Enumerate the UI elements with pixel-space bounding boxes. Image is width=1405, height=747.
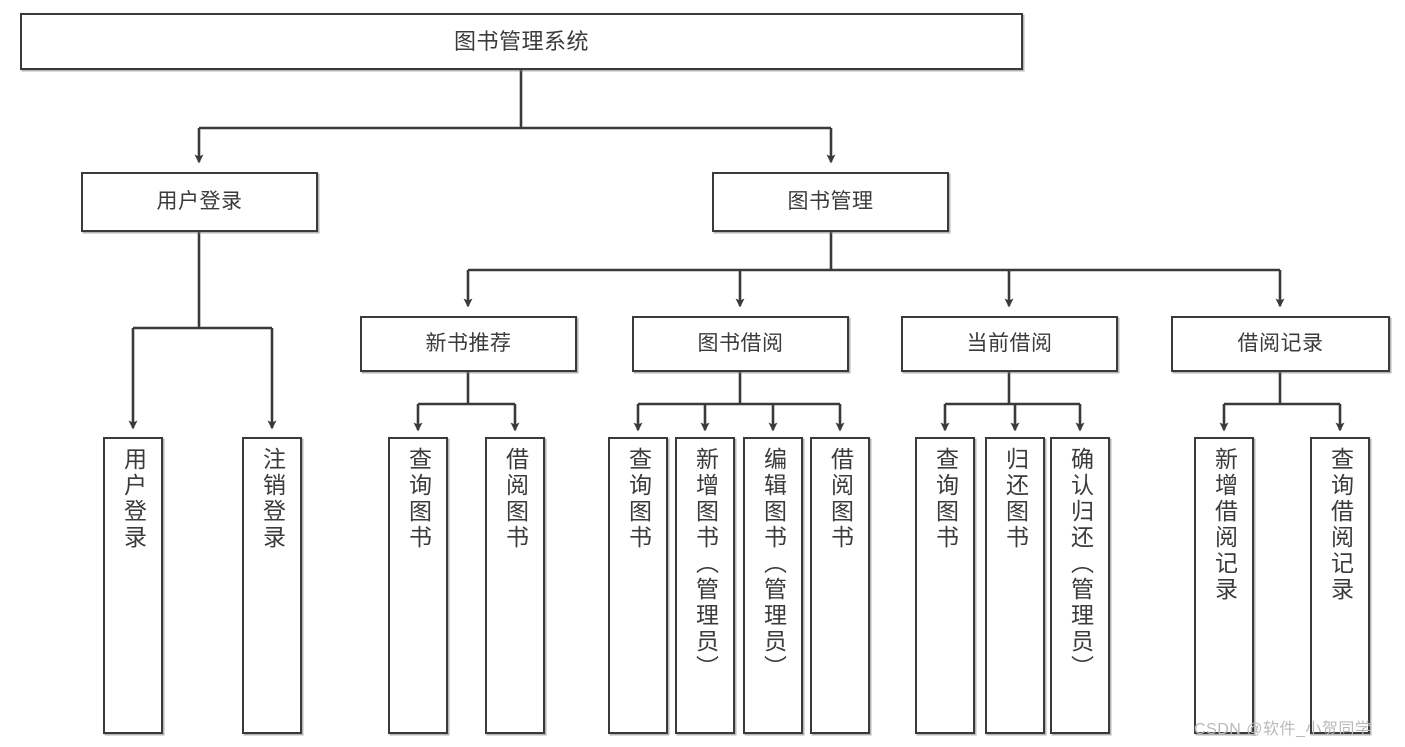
node-leaf-borrow-book-1-label: 借阅图书 [502,447,529,551]
node-leaf-add-book[interactable]: 新增图书（管理员） [675,437,735,734]
node-leaf-user-login-label: 用户登录 [120,447,147,551]
node-leaf-query-book-2-label: 查询图书 [625,447,652,551]
node-leaf-query-book-1[interactable]: 查询图书 [388,437,448,734]
node-leaf-logout[interactable]: 注销登录 [242,437,302,734]
node-leaf-query-book-1-label: 查询图书 [405,447,432,551]
node-leaf-return-book[interactable]: 归还图书 [985,437,1045,734]
node-leaf-add-record[interactable]: 新增借阅记录 [1194,437,1254,734]
node-leaf-query-book-2[interactable]: 查询图书 [608,437,668,734]
node-book-manage-label: 图书管理 [787,189,874,213]
node-user-login[interactable]: 用户登录 [81,172,318,232]
node-borrow-record-label: 借阅记录 [1237,331,1324,355]
node-user-login-label: 用户登录 [156,189,243,213]
node-leaf-borrow-book-1[interactable]: 借阅图书 [485,437,545,734]
node-root-label: 图书管理系统 [453,28,589,54]
node-book-borrow-label: 图书借阅 [697,331,784,355]
node-leaf-query-book-3-label: 查询图书 [932,447,959,551]
node-leaf-confirm-return-label: 确认归还（管理员） [1067,447,1094,681]
node-new-book-rec-label: 新书推荐 [425,331,512,355]
node-leaf-query-record-label: 查询借阅记录 [1327,447,1354,603]
node-borrow-record[interactable]: 借阅记录 [1171,316,1390,372]
node-leaf-return-book-label: 归还图书 [1002,447,1029,551]
node-leaf-edit-book[interactable]: 编辑图书（管理员） [743,437,803,734]
node-book-manage[interactable]: 图书管理 [712,172,949,232]
node-leaf-user-login[interactable]: 用户登录 [103,437,163,734]
node-current-borrow-label: 当前借阅 [966,331,1053,355]
node-leaf-borrow-book-2-label: 借阅图书 [827,447,854,551]
node-leaf-add-record-label: 新增借阅记录 [1211,447,1238,603]
node-leaf-borrow-book-2[interactable]: 借阅图书 [810,437,870,734]
node-leaf-edit-book-label: 编辑图书（管理员） [760,447,787,681]
node-leaf-query-record[interactable]: 查询借阅记录 [1310,437,1370,734]
node-leaf-query-book-3[interactable]: 查询图书 [915,437,975,734]
node-leaf-logout-label: 注销登录 [259,447,286,551]
node-new-book-rec[interactable]: 新书推荐 [360,316,577,372]
node-book-borrow[interactable]: 图书借阅 [632,316,849,372]
node-root[interactable]: 图书管理系统 [20,13,1023,70]
node-leaf-add-book-label: 新增图书（管理员） [692,447,719,681]
node-current-borrow[interactable]: 当前借阅 [901,316,1118,372]
node-leaf-confirm-return[interactable]: 确认归还（管理员） [1050,437,1110,734]
